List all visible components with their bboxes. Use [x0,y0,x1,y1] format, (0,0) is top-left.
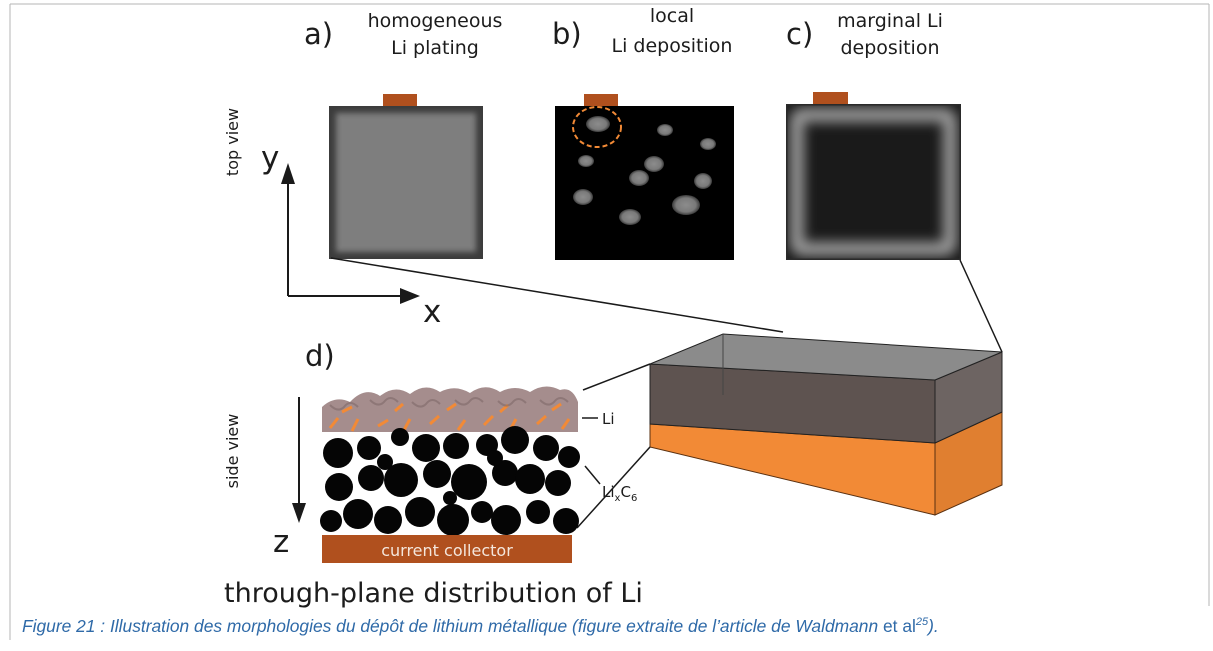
panel-a-line2: Li plating [391,37,479,59]
li-label: Li [602,410,615,428]
panel-c-letter: c) [786,17,813,51]
panel-b-tab [584,94,618,107]
xy-axis-arrows [281,163,420,304]
panel-c-tab [813,92,848,105]
figure-caption: Figure 21 : Illustration des morphologie… [22,616,1213,637]
panel-a-tab [383,94,417,107]
panel-b-line1: local [650,5,694,27]
lithium-dendrite-layer [322,386,578,432]
panel-b-line2: Li deposition [612,35,733,57]
lixc6-label-line [584,465,601,485]
connector-lines [330,257,1003,529]
graphite-particles [320,426,580,536]
panel-c-cell [786,104,961,260]
caption-reference: 25 [915,616,929,629]
through-plane-title: through-plane distribution of Li [224,578,643,609]
panel-a-line1: homogeneous [368,10,503,32]
panel-a-letter: a) [304,17,333,51]
x-axis-label: x [423,294,441,330]
panel-b-highlight-circle [572,106,622,148]
y-axis-label: y [261,140,279,176]
z-axis-label: z [273,524,289,560]
current-collector [322,535,572,563]
cell-3d-box [649,333,1003,516]
caption-end: ). [928,616,939,636]
z-axis-arrow [292,397,306,523]
panel-c-line2: deposition [840,37,939,59]
panel-b-letter: b) [552,17,582,51]
top-view-label: top view [223,108,242,176]
caption-text: Figure 21 : Illustration des morphologie… [22,616,883,636]
current-collector-label: current collector [381,541,513,560]
panel-d-letter: d) [305,339,335,373]
side-view-label: side view [223,414,242,489]
panel-a-cell [329,106,483,259]
lixc6-label: LixC6 [602,483,637,504]
panel-c-line1: marginal Li [837,10,943,32]
panel-b-cell [555,106,734,260]
caption-et-al: et al [882,616,916,636]
